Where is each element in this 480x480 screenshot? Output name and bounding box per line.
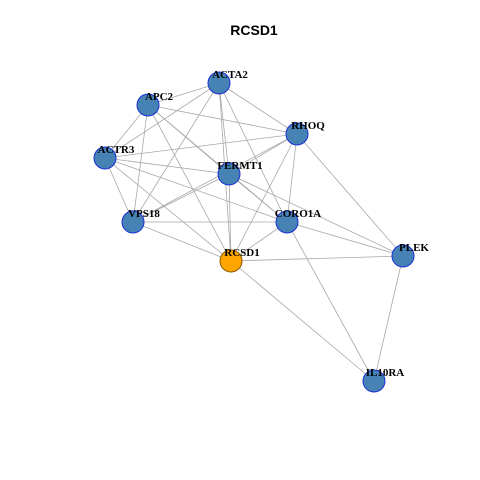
node-fermt1 bbox=[217, 162, 241, 186]
node-label-apc2: APC2 bbox=[145, 91, 174, 103]
edge-rcsd1-il10ra bbox=[230, 260, 375, 382]
node-layer bbox=[93, 71, 415, 393]
node-rhoq bbox=[285, 122, 309, 146]
edge-rhoq-vps18 bbox=[132, 133, 298, 223]
node-label-il10ra: IL10RA bbox=[366, 367, 405, 379]
edge-fermt1-rcsd1 bbox=[228, 173, 232, 262]
edge-coro1a-il10ra bbox=[286, 221, 375, 382]
node-label-rhoq: RHOQ bbox=[291, 120, 325, 132]
edge-acta2-actr3 bbox=[104, 82, 220, 159]
node-label-fermt1: FERMT1 bbox=[217, 160, 262, 172]
edge-apc2-rhoq bbox=[147, 104, 298, 135]
node-coro1a bbox=[275, 210, 299, 234]
edge-vps18-rcsd1 bbox=[132, 221, 232, 262]
node-rcsd1 bbox=[219, 249, 243, 273]
edge-rhoq-rcsd1 bbox=[230, 133, 298, 262]
edge-rcsd1-plek bbox=[230, 255, 404, 262]
edge-rhoq-fermt1 bbox=[228, 133, 298, 175]
node-vps18 bbox=[121, 210, 145, 234]
node-label-acta2: ACTA2 bbox=[212, 69, 248, 81]
edge-fermt1-plek bbox=[228, 173, 404, 257]
edge-coro1a-plek bbox=[286, 221, 404, 257]
edge-actr3-coro1a bbox=[104, 157, 288, 223]
edge-actr3-vps18 bbox=[104, 157, 134, 223]
edge-actr3-rcsd1 bbox=[104, 157, 232, 262]
edge-rhoq-plek bbox=[296, 133, 404, 257]
node-apc2 bbox=[136, 93, 160, 117]
edge-acta2-coro1a bbox=[218, 82, 288, 223]
edge-actr3-fermt1 bbox=[104, 157, 230, 175]
node-plek bbox=[391, 244, 415, 268]
node-label-actr3: ACTR3 bbox=[98, 144, 135, 156]
edge-rhoq-actr3 bbox=[104, 133, 298, 159]
edge-apc2-rcsd1 bbox=[147, 104, 232, 262]
diagram-title: RCSD1 bbox=[230, 22, 278, 38]
edge-plek-il10ra bbox=[373, 255, 404, 382]
node-label-rcsd1: RCSD1 bbox=[224, 247, 259, 259]
node-label-coro1a: CORO1A bbox=[275, 208, 322, 220]
edge-acta2-fermt1 bbox=[218, 82, 230, 175]
edge-fermt1-vps18 bbox=[132, 173, 230, 223]
edge-rhoq-coro1a bbox=[286, 133, 298, 223]
node-actr3 bbox=[93, 146, 117, 170]
edge-fermt1-coro1a bbox=[228, 173, 288, 223]
node-label-vps18: VPS18 bbox=[128, 208, 160, 220]
node-il10ra bbox=[362, 369, 386, 393]
node-acta2 bbox=[207, 71, 231, 95]
edge-acta2-apc2 bbox=[147, 82, 220, 106]
edge-apc2-vps18 bbox=[132, 104, 149, 223]
node-label-plek: PLEK bbox=[399, 242, 429, 254]
edge-layer bbox=[104, 82, 404, 382]
edge-acta2-rhoq bbox=[218, 82, 298, 135]
edge-acta2-vps18 bbox=[132, 82, 220, 223]
